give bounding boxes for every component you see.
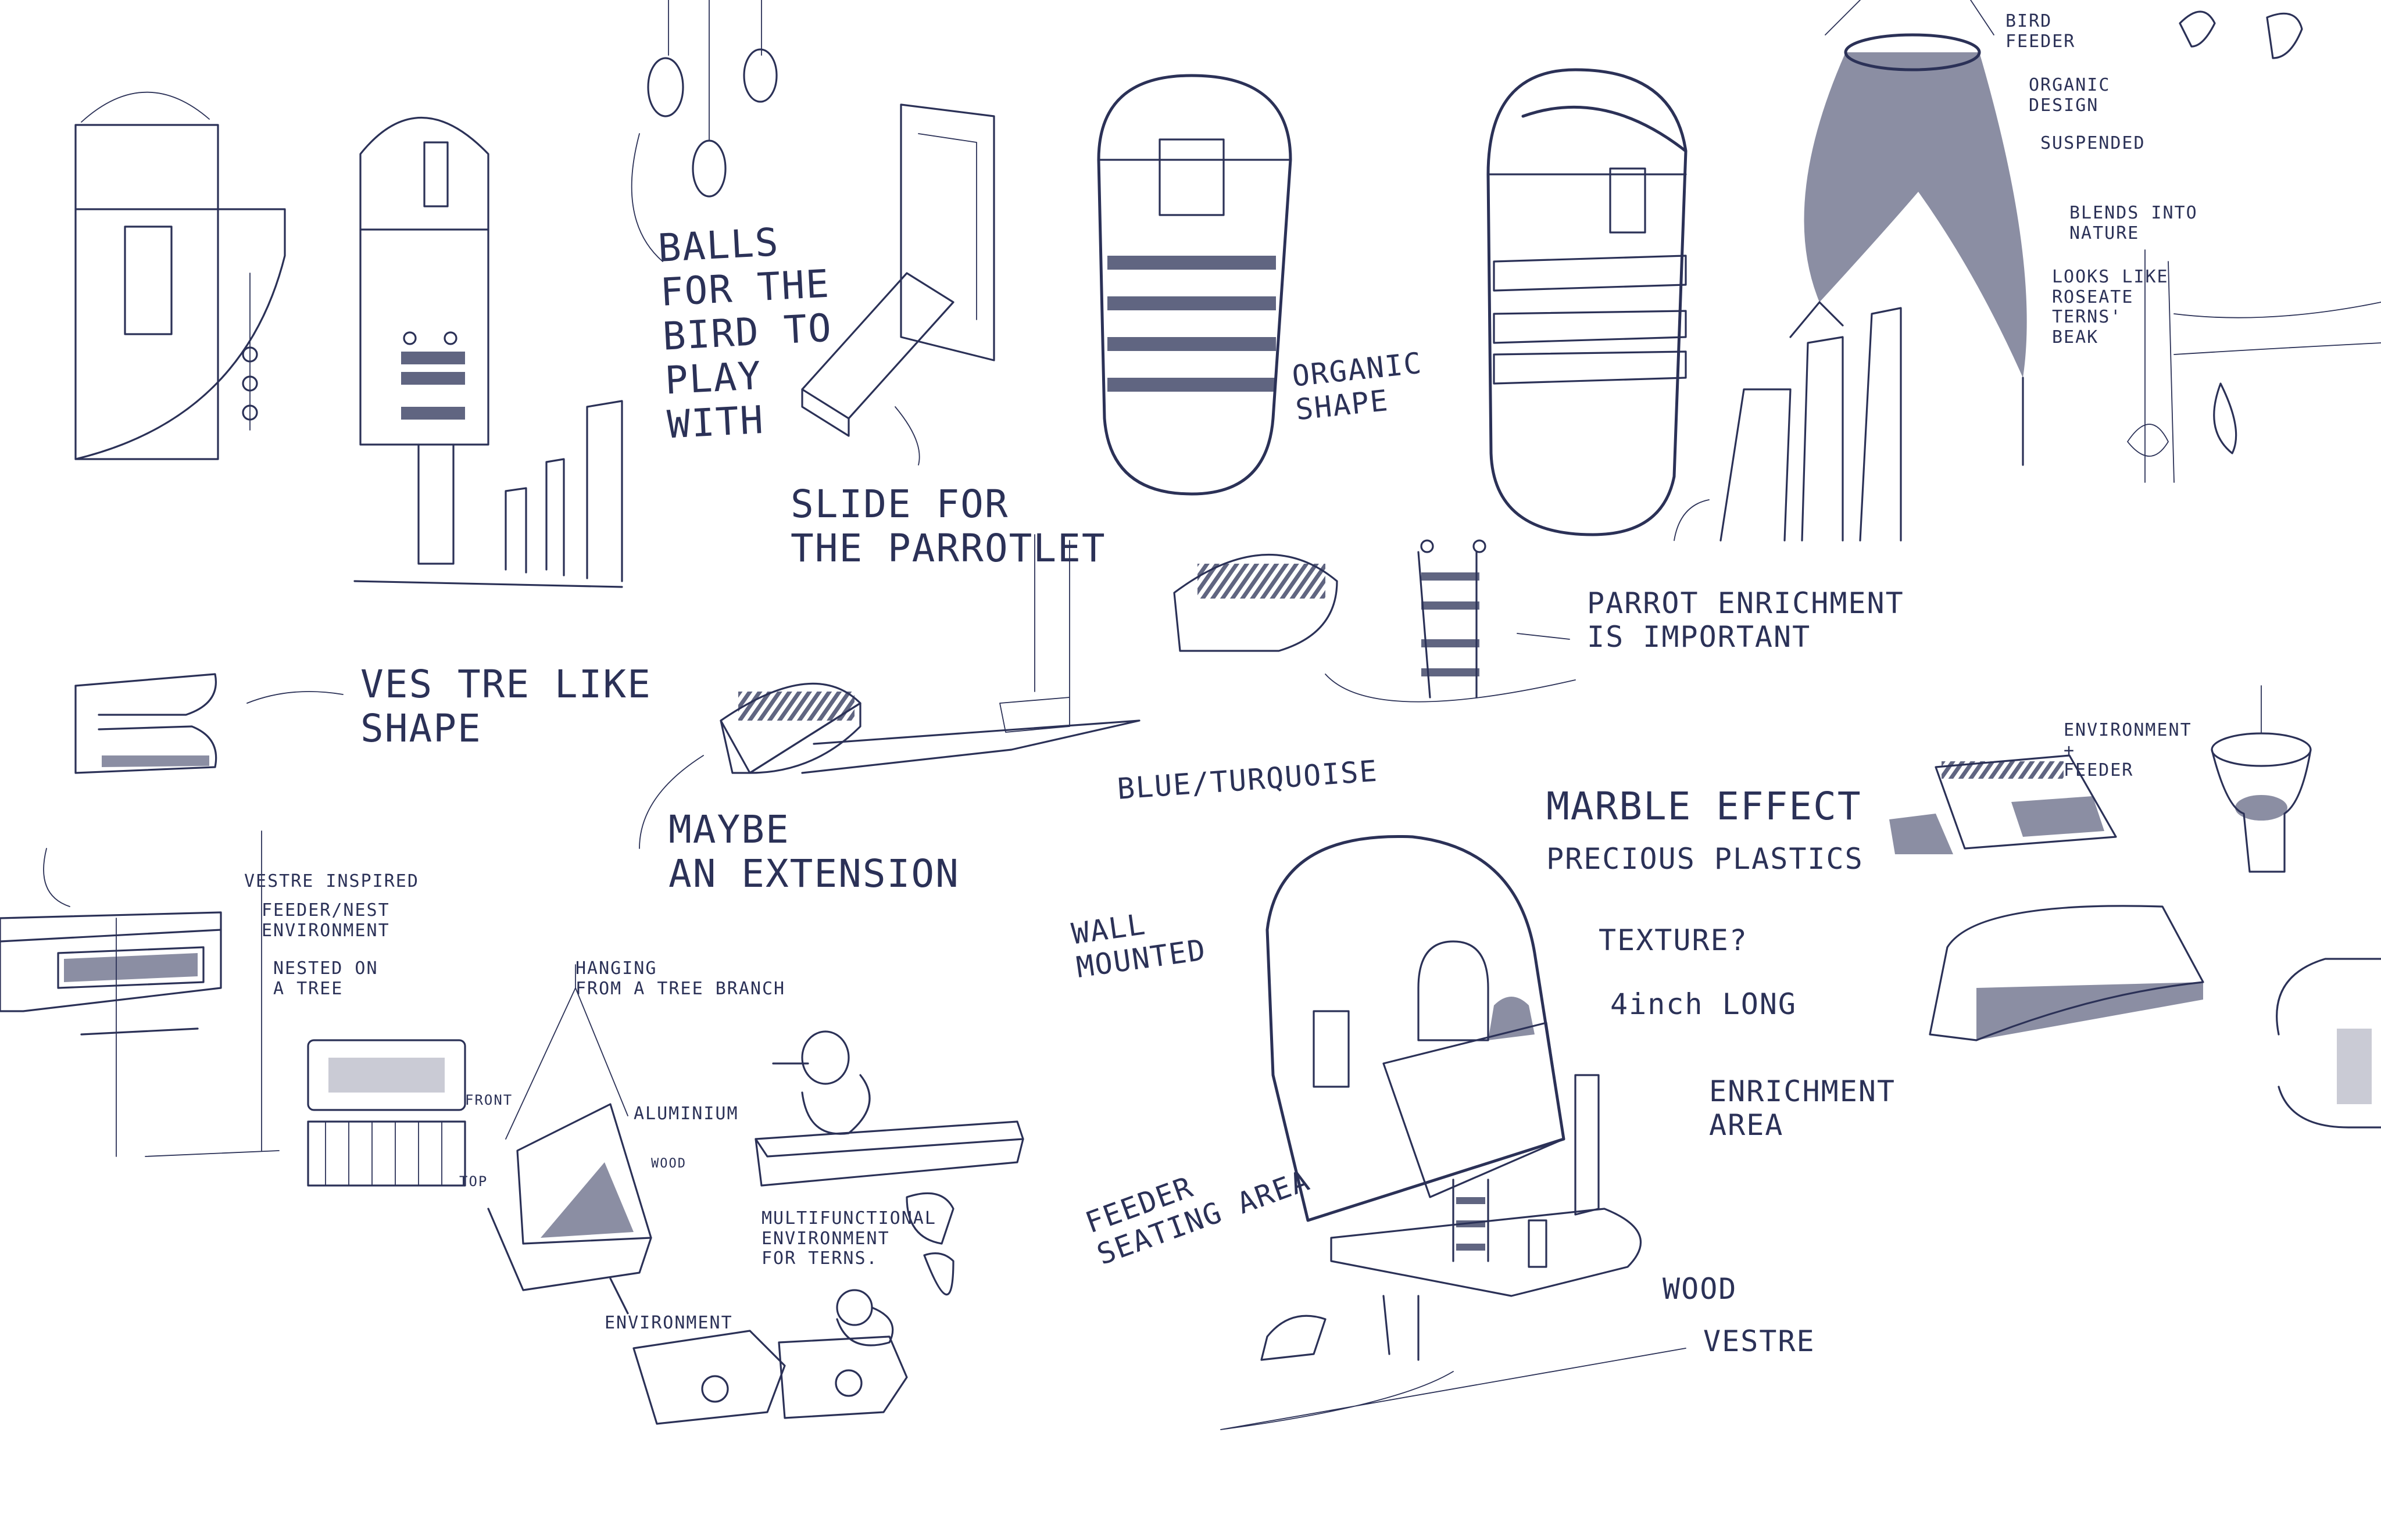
top-annotation: TOP [459, 1173, 488, 1190]
vestre-shape-sketch [74, 673, 344, 774]
beak-feeder-sketch [1674, 0, 2027, 542]
organic-design-annotation: ORGANIC DESIGN [2029, 75, 2111, 116]
front-top-view-sketch [307, 1039, 466, 1187]
wood-annotation: WOOD [1663, 1272, 1738, 1306]
aluminium-annotation: ALUMINIUM [634, 1104, 739, 1124]
environment-feeder-annotation: ENVIRONMENT + FEEDER [2064, 720, 2192, 780]
organic-shape-annotation: ORGANIC SHAPE [1290, 346, 1424, 427]
blends-annotation: BLENDS INTO NATURE [2069, 203, 2198, 243]
capsule-perspective-sketch [1486, 68, 1688, 536]
front-annotation: FRONT [465, 1092, 513, 1108]
vestre-like-annotation: VES TRE LIKE SHAPE [360, 662, 652, 751]
parrot-enrichment-annotation: PARROT ENRICHMENT IS IMPORTANT [1587, 586, 1904, 654]
precious-plastics-annotation: PRECIOUS PLASTICS [1546, 842, 1864, 876]
environment-annotation: ENVIRONMENT [605, 1313, 733, 1333]
vestre-annotation: VESTRE [1703, 1324, 1815, 1358]
right-feeders-sketch [1889, 685, 2381, 1129]
slide-sketch [801, 103, 995, 465]
hanging-annotation: HANGING FROM A TREE BRANCH [575, 958, 786, 999]
inch-long-annotation: 4inch LONG [1610, 987, 1797, 1021]
wood-small-annotation: WOOD [651, 1156, 687, 1171]
tall-box-feeder-sketch [74, 91, 286, 460]
dome-feeder-pole-sketch [353, 116, 623, 588]
tree-branch-sketch [2127, 10, 2381, 483]
capsule-organic-sketch [1097, 74, 1292, 496]
main-dome-feeder-sketch [1220, 835, 1686, 1430]
looks-like-annotation: LOOKS LIKE ROSEATE TERNS' BEAK [2052, 267, 2169, 348]
hanging-balls-sketch [631, 0, 778, 262]
balls-annotation: BALLS FOR THE BIRD TO PLAY WITH [656, 220, 834, 447]
slide-annotation: SLIDE FOR THE PARROTLET [791, 482, 1106, 571]
marble-effect-annotation: MARBLE EFFECT [1546, 784, 1862, 829]
maybe-extension-annotation: MAYBE AN EXTENSION [668, 807, 960, 896]
bird-feeder-annotation: BIRD FEEDER [2005, 11, 2076, 52]
texture-annotation: TEXTURE? [1599, 923, 1748, 957]
suspended-annotation: SUSPENDED [2040, 133, 2146, 153]
hanging-triangle-feeder-sketch [487, 964, 652, 1315]
extension-disc-sketch [639, 534, 1141, 849]
tern-environment-sketch [632, 1030, 1024, 1425]
vestre-inspired-feeder-sketch [0, 830, 280, 1157]
ladder-disc-sketch [1173, 539, 1576, 703]
vestre-inspired-annotation: VESTRE INSPIRED [244, 871, 419, 891]
multifunctional-annotation: MULTIFUNCTIONAL ENVIRONMENT FOR TERNS. [762, 1208, 936, 1269]
feeder-nest-annotation: FEEDER/NEST ENVIRONMENT [262, 900, 390, 941]
enrichment-area-annotation: ENRICHMENT AREA [1709, 1075, 1896, 1142]
nested-tree-annotation: NESTED ON A TREE [273, 958, 378, 999]
